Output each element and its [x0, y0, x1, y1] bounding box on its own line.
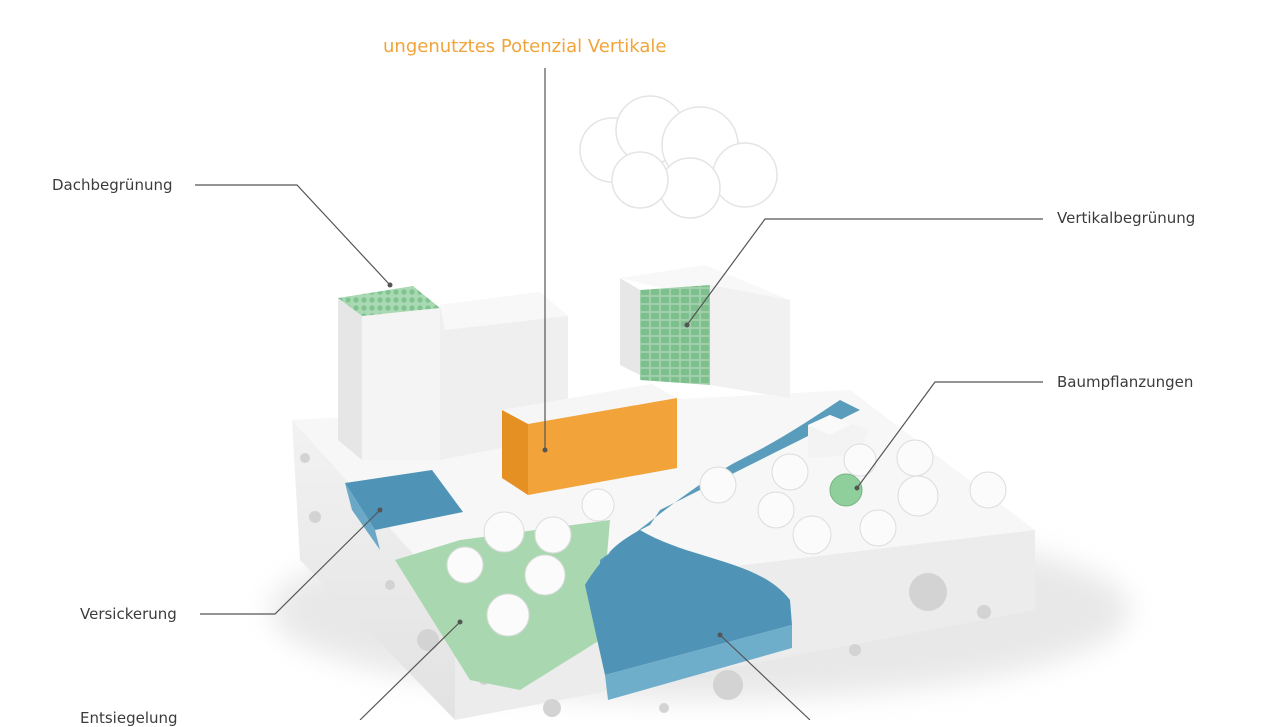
leader-lines: [195, 68, 1043, 720]
trees: [446, 439, 1007, 637]
label-entsiegelung: Entsiegelung: [80, 709, 178, 727]
cloud: [579, 95, 778, 219]
label-vertikalbegruenung: Vertikalbegrünung: [1057, 209, 1196, 227]
leader-entsiegelung: [359, 621, 461, 720]
label-baumpflanzungen: Baumpflanzungen: [1057, 373, 1194, 391]
building-green-roof: [338, 286, 440, 460]
leader-baumpflanzungen: [856, 381, 1043, 489]
leader-stream: [719, 634, 811, 720]
leader-dots: [377, 282, 860, 638]
label-versickerung: Versickerung: [80, 605, 177, 623]
tree: [446, 439, 1007, 637]
building-unused-potential: [502, 384, 677, 495]
leader-versickerung: [200, 509, 381, 615]
building-green-wall: [620, 265, 790, 398]
label-dachbegruenung: Dachbegrünung: [52, 176, 173, 194]
leader-vertikalbegruenung: [686, 218, 1043, 326]
label-ungenutztes-potenzial: ungenutztes Potenzial Vertikale: [383, 36, 667, 57]
leader-dachbegruenung: [195, 184, 391, 286]
tree-planted: [829, 473, 863, 507]
